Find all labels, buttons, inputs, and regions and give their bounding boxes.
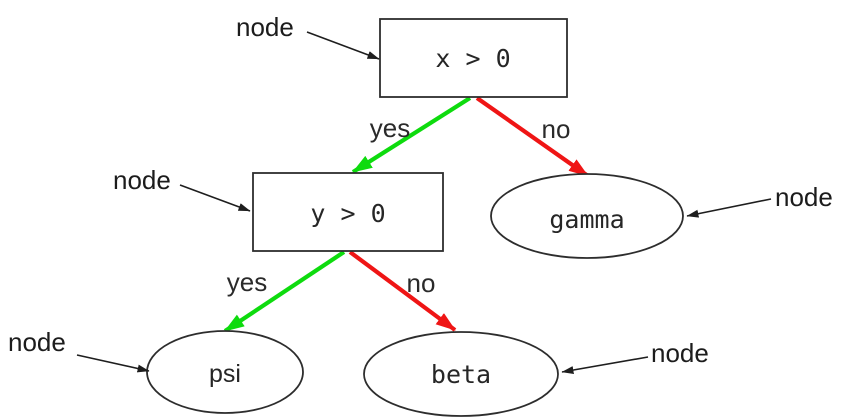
node-ycheck-box xyxy=(252,172,444,252)
edge-line-root-yes xyxy=(351,96,472,174)
node-root-box xyxy=(379,18,568,98)
node-gamma-ellipse xyxy=(490,173,684,259)
annotation-psi-arrow xyxy=(76,354,150,373)
edge-label-yes-2: yes xyxy=(227,267,267,297)
node-root: x > 0 xyxy=(379,18,568,98)
node-psi-label: psi xyxy=(209,360,241,388)
edge-root-yes: yes xyxy=(351,96,472,174)
annotation-gamma-arrow xyxy=(686,198,772,218)
node-beta-label: beta xyxy=(431,360,491,389)
edge-label-no-1: no xyxy=(542,114,571,144)
edge-line-ycheck-no xyxy=(348,250,457,332)
annotation-psi-label: node xyxy=(8,327,66,357)
annotation-root-label: node xyxy=(236,12,294,42)
edge-ycheck-yes: yes xyxy=(223,250,346,333)
annotation-gamma-label: node xyxy=(775,182,833,212)
node-beta: beta xyxy=(363,331,559,417)
node-ycheck: y > 0 xyxy=(252,172,444,252)
annotation-ycheck: node xyxy=(113,165,251,212)
node-gamma: gamma xyxy=(490,173,684,259)
annotation-ycheck-arrow xyxy=(179,184,251,212)
annotation-ycheck-label: node xyxy=(113,165,171,195)
node-ycheck-label: y > 0 xyxy=(310,199,385,228)
edge-ycheck-no: no xyxy=(348,250,457,332)
annotation-root-arrow xyxy=(306,31,380,60)
edge-line-ycheck-yes xyxy=(223,250,346,333)
edge-label-yes-1: yes xyxy=(370,113,410,143)
node-beta-ellipse xyxy=(363,331,559,417)
annotation-beta: node xyxy=(561,338,709,374)
annotation-beta-label: node xyxy=(651,338,709,368)
annotation-gamma: node xyxy=(686,182,833,218)
node-psi: psi xyxy=(146,330,304,414)
annotation-psi: node xyxy=(8,327,150,373)
node-root-label: x > 0 xyxy=(435,44,510,73)
node-gamma-label: gamma xyxy=(549,205,624,234)
annotation-beta-arrow xyxy=(561,356,649,374)
edge-label-no-2: no xyxy=(407,268,436,298)
edge-root-no: no xyxy=(475,96,590,178)
annotation-root: node xyxy=(236,12,380,60)
edge-line-root-no xyxy=(475,96,590,178)
